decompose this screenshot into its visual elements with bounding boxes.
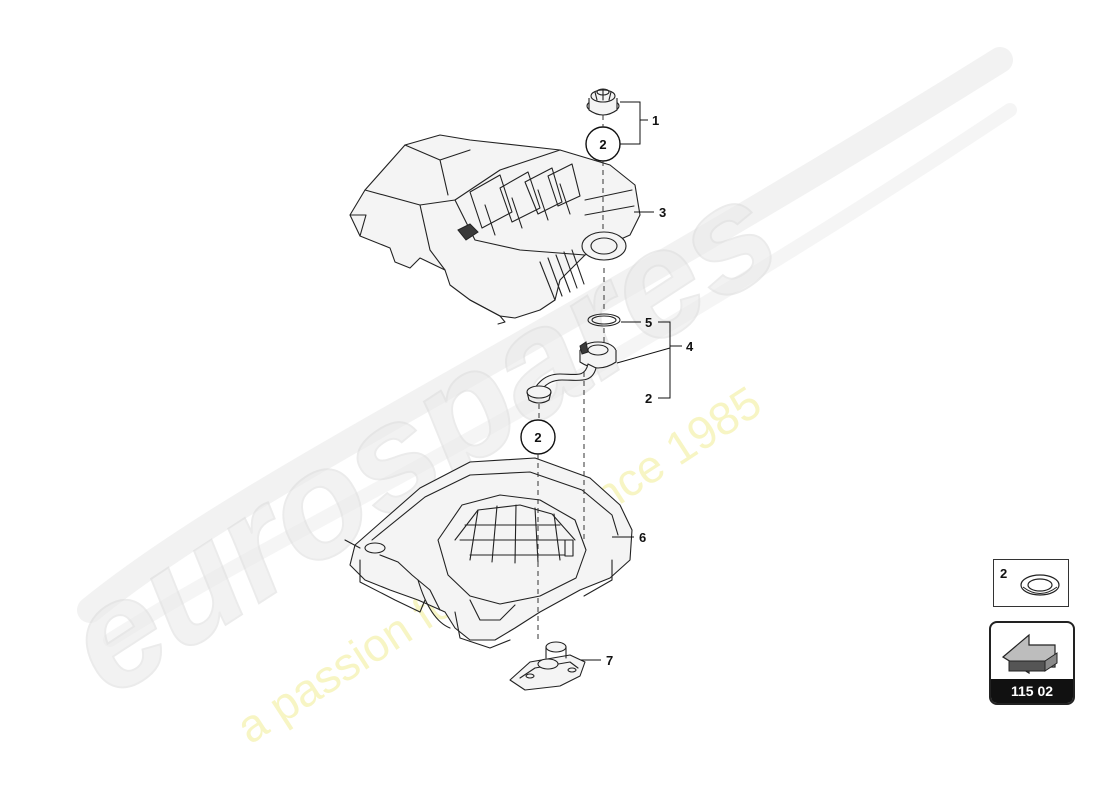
nav-group-button[interactable]: 115 02 — [989, 621, 1075, 705]
part-6-manifold-housing[interactable] — [344, 457, 633, 649]
callout-1[interactable]: 1 — [620, 101, 659, 145]
callout-3[interactable]: 3 — [634, 205, 666, 220]
callout-2-right[interactable]: 2 — [645, 391, 652, 406]
svg-text:7: 7 — [606, 653, 613, 668]
svg-text:5: 5 — [645, 315, 652, 330]
svg-text:2: 2 — [534, 430, 541, 445]
assembly-center-lines — [537, 115, 605, 640]
callout-2-seal-middle[interactable]: 2 — [520, 419, 556, 455]
legend-item-number: 2 — [1000, 566, 1008, 581]
sealing-ring-icon — [1020, 574, 1060, 596]
callout-7[interactable]: 7 — [581, 653, 613, 668]
svg-text:2: 2 — [599, 137, 606, 152]
svg-text:6: 6 — [639, 530, 646, 545]
arrow-icon — [1001, 633, 1058, 675]
callout-2-seal-top[interactable]: 2 — [585, 126, 621, 162]
part-1-filler-cap[interactable] — [586, 88, 620, 116]
svg-text:3: 3 — [659, 205, 666, 220]
svg-text:2: 2 — [645, 391, 652, 406]
part-7-valve[interactable] — [509, 641, 586, 691]
callout-4[interactable]: 4 — [616, 321, 694, 399]
nav-group-label: 115 02 — [991, 679, 1073, 703]
callout-5[interactable]: 5 — [621, 315, 652, 330]
legend-seal-ring[interactable]: 2 — [993, 559, 1069, 607]
part-3-engine-cover[interactable] — [349, 134, 641, 325]
part-5-sealing-ring[interactable] — [587, 313, 621, 327]
callout-6[interactable]: 6 — [612, 530, 646, 545]
svg-text:4: 4 — [686, 339, 694, 354]
svg-text:1: 1 — [652, 113, 659, 128]
part-4-breather-hose[interactable] — [526, 341, 617, 404]
